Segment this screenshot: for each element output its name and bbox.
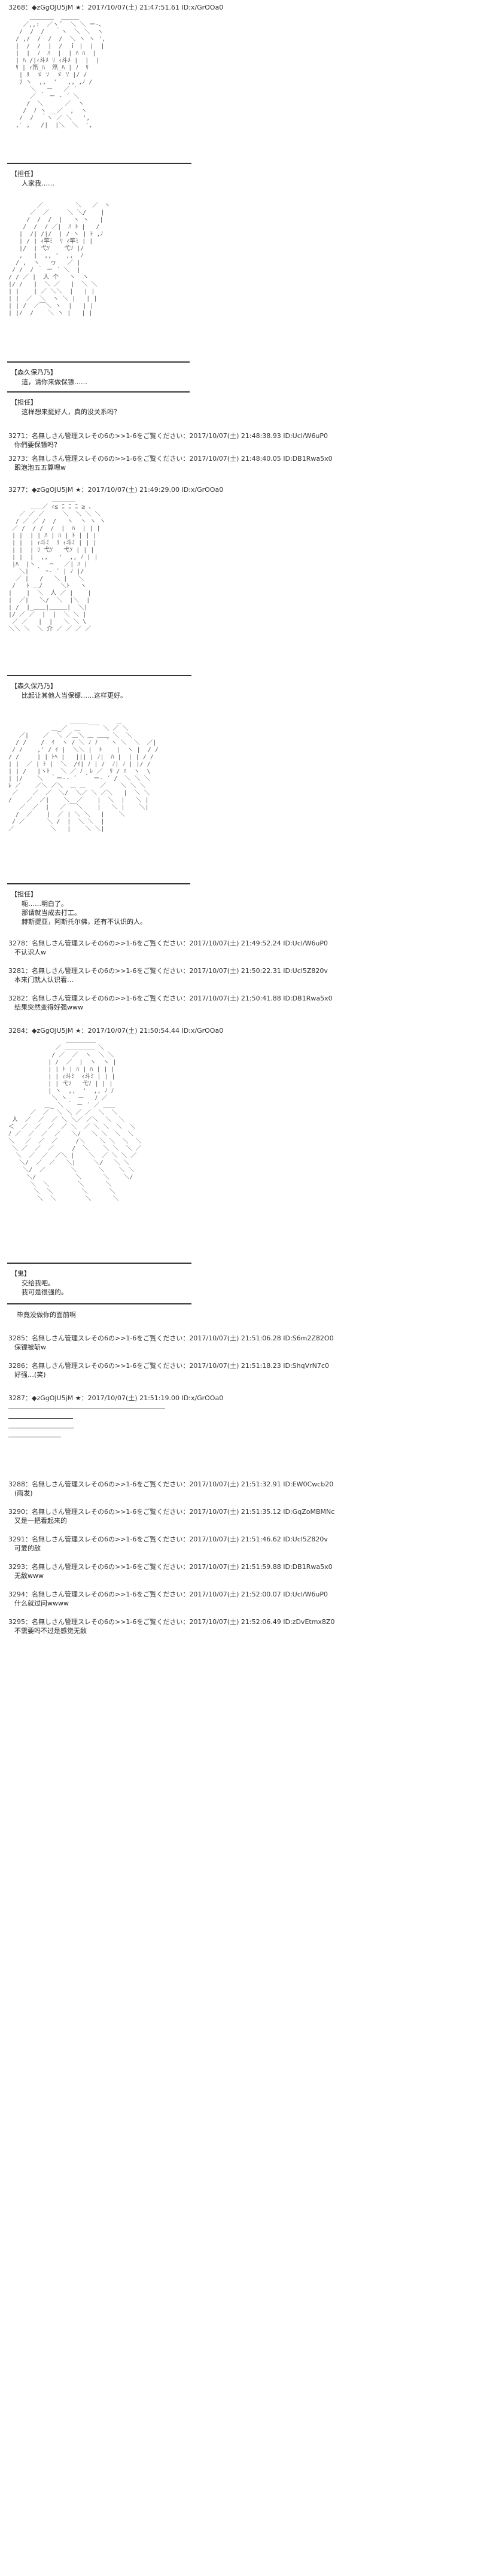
post-header-3285: 3285：名無しさん管理スレその6の>>1-6をご覧ください：2017/10/0… — [8, 1334, 334, 1342]
post-body-3278: 不认识人w — [14, 948, 46, 956]
post-body-3282: 结果突然变得好强www — [14, 1003, 83, 1011]
post-body-3293: 无敌www — [14, 1572, 44, 1580]
post-line — [8, 1418, 73, 1419]
dialogue-line: 我可是很强的。 — [22, 1288, 68, 1296]
post-body-3288: (雨发) — [14, 1489, 33, 1497]
post-body-3291: 可爱的敌 — [14, 1544, 41, 1552]
speaker-label: 【担任】 — [11, 890, 37, 898]
ascii-art-1: ＿＿＿＿ ＿＿＿ ／,,: ／ヽ ﾟ ＼ ＼ ー‐､ / / / ｀ヽ ＼ ＼ … — [16, 14, 106, 129]
post-header-3290: 3290：名無しさん管理スレその6の>>1-6をご覧ください：2017/10/0… — [8, 1508, 335, 1516]
post-body-3290: 又是一把看起来的 — [14, 1517, 67, 1525]
scene-note: 毕竟没做你的面前啊 — [17, 1311, 76, 1319]
post-header-3277: 3277：◆zGgOJU5jM ★：2017/10/07(土) 21:49:29… — [8, 486, 224, 494]
post-header-3293: 3293：名無しさん管理スレその6の>>1-6をご覧ください：2017/10/0… — [8, 1563, 333, 1571]
post-body-3295: 不需要吗不过是感觉无敌 — [14, 1627, 87, 1635]
speaker-label: 【担任】 — [11, 170, 37, 178]
dialogue-line: 交给我吧。 — [22, 1279, 54, 1287]
scene-divider — [7, 361, 190, 363]
post-header-3284: 3284：◆zGgOJU5jM ★：2017/10/07(土) 21:50:54… — [8, 1027, 224, 1035]
post-header-3268: 3268：◆zGgOJU5jM ★：2017/10/07(土) 21:47:51… — [8, 4, 224, 11]
post-header-3291: 3291：名無しさん管理スレその6の>>1-6をご覧ください：2017/10/0… — [8, 1535, 328, 1543]
speaker-label: 【担任】 — [11, 399, 37, 406]
dialogue-line: 这样想来挺好人，真的没关系吗？ — [22, 408, 120, 416]
scene-divider — [7, 391, 190, 393]
post-body-3273: 跟泡泡五五算嗯w — [14, 464, 66, 472]
post-header-3288: 3288：名無しさん管理スレその6の>>1-6をご覧ください：2017/10/0… — [8, 1480, 334, 1488]
ascii-art-4: ＿＿＿ ＿ ＿_／ ＿ ￣￣ ＼ ／ ＼ ／| ／ ＼ ／＿＼ ＿ ＿＿ ＼ ＼… — [8, 718, 159, 832]
scene-divider — [7, 163, 191, 164]
ascii-art-3: ＿＿＿＿ ＿＿／ ｨ≦ ﾆ ﾆ ﾆ ≧ ､ ／ ／ ／ ＼ ＼ ＼ ＼ / ／ … — [8, 497, 106, 632]
post-header-3295: 3295：名無しさん管理スレその6の>>1-6をご覧ください：2017/10/0… — [8, 1618, 335, 1626]
post-header-3282: 3282：名無しさん管理スレその6の>>1-6をご覧ください：2017/10/0… — [8, 994, 333, 1002]
post-body-3285: 保镖被斩w — [14, 1343, 46, 1351]
post-body-3281: 本来门就人认识看… — [14, 976, 74, 984]
ascii-art-5: ＿＿＿＿＿ ／ ＿＿＿＿＿ ＼ / ／ ／ ヽ ＼ ＼ | / ／ | ヽ ヽ … — [8, 1038, 142, 1202]
dialogue-line: 呃……明白了。 — [22, 900, 68, 908]
post-header-3287: 3287：◆zGgOJU5jM ★：2017/10/07(土) 21:51:19… — [8, 1394, 224, 1402]
post-header-3281: 3281：名無しさん管理スレその6の>>1-6をご覧ください：2017/10/0… — [8, 967, 328, 975]
speaker-label: 【森久保乃乃】 — [11, 682, 57, 690]
dialogue-line: 比起让其他人当保镖……这样更好。 — [22, 692, 127, 699]
post-header-3278: 3278：名無しさん管理スレその6の>>1-6をご覧ください：2017/10/0… — [8, 939, 328, 947]
dialogue-line: 人家我…… — [22, 180, 54, 187]
ascii-art-2: ／ ￣ ￣ ￣ ＼ ／￣ヽ ／ ／ ＼ ＼/ | / / / | ヽ ヽ | /… — [8, 202, 111, 317]
dialogue-line: 這，请你来做保镖…… — [22, 378, 87, 386]
post-header-3286: 3286：名無しさん管理スレその6の>>1-6をご覧ください：2017/10/0… — [8, 1362, 329, 1370]
post-header-3271: 3271：名無しさん管理スレその6の>>1-6をご覧ください：2017/10/0… — [8, 432, 328, 440]
dialogue-line: 赫斯提亚，阿斯托尔佛，还有不认识的人。 — [22, 918, 147, 926]
scene-divider — [7, 1303, 191, 1304]
post-body-3294: 什么就过问wwww — [14, 1599, 69, 1607]
post-body-3286: 好强…(笑) — [14, 1371, 46, 1379]
dialogue-line: 那请就当成去打工。 — [22, 909, 81, 917]
scene-divider — [7, 883, 190, 884]
speaker-label: 【鬼】 — [11, 1270, 31, 1278]
post-header-3273: 3273：名無しさん管理スレその6の>>1-6をご覧ください：2017/10/0… — [8, 455, 333, 463]
post-header-3294: 3294：名無しさん管理スレその6の>>1-6をご覧ください：2017/10/0… — [8, 1590, 328, 1598]
post-body-3271: 你們要保镖吗？ — [14, 441, 60, 449]
scene-divider — [7, 1263, 191, 1264]
scene-divider — [7, 675, 191, 676]
speaker-label: 【森久保乃乃】 — [11, 369, 57, 376]
